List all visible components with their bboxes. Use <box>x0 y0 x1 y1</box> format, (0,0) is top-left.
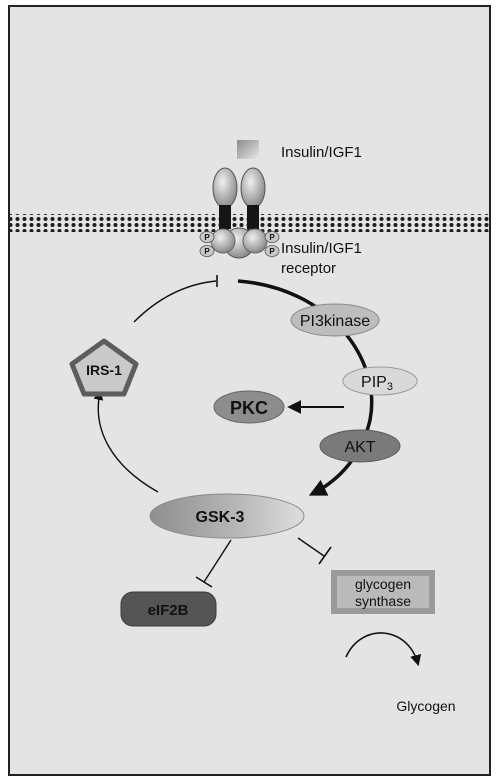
gsk3-label: GSK-3 <box>196 509 245 526</box>
gsk3-to-irs1-arc <box>93 390 159 493</box>
gsk3-glycogen-synthase-inhibition <box>297 537 325 557</box>
pi3kinase-node <box>290 303 380 337</box>
gsk3-eif2b-inhibition <box>203 539 232 583</box>
irs1-to-receptor-inhibition <box>133 280 217 323</box>
phospho-label: P <box>204 247 210 256</box>
phospho-label: P <box>269 233 275 242</box>
pip3-base: PIP <box>361 374 387 391</box>
pip3-node <box>342 366 418 396</box>
glycogen-label: Glycogen <box>396 698 455 714</box>
receptor: P P P P <box>199 167 280 259</box>
eif2b-node <box>120 591 217 627</box>
inhibition-bar <box>195 576 213 588</box>
receptor-to-gsk3-arrow <box>237 279 374 496</box>
receptor-label-line2: receptor <box>281 260 336 277</box>
inhibition-bar <box>318 546 332 565</box>
pi3kinase-label: PI3kinase <box>300 313 370 330</box>
phospho-label: P <box>269 247 275 256</box>
pkc-label: PKC <box>230 398 268 418</box>
ligand-label: Insulin/IGF1 <box>281 144 362 161</box>
glycogen-synthase-inner <box>337 576 429 608</box>
ligand-square <box>237 140 259 159</box>
eif2b-label: eIF2B <box>148 602 189 619</box>
irs1-label: IRS-1 <box>86 362 122 378</box>
pkc-node <box>213 390 285 424</box>
receptor-label-line1: Insulin/IGF1 <box>281 240 362 257</box>
pip3-subscript: 3 <box>387 381 393 393</box>
irs1-node <box>69 338 139 397</box>
pip3-label: PIP3 <box>361 374 393 393</box>
glycogen-synthase-label-line1: glycogen <box>355 576 411 592</box>
glycogen-synthesis-arrow <box>345 632 422 667</box>
gsk3-node <box>149 493 305 539</box>
phospho-label: P <box>204 233 210 242</box>
akt-label: AKT <box>344 439 375 456</box>
akt-node <box>319 429 401 463</box>
glycogen-synthase-label-line2: synthase <box>355 593 411 609</box>
